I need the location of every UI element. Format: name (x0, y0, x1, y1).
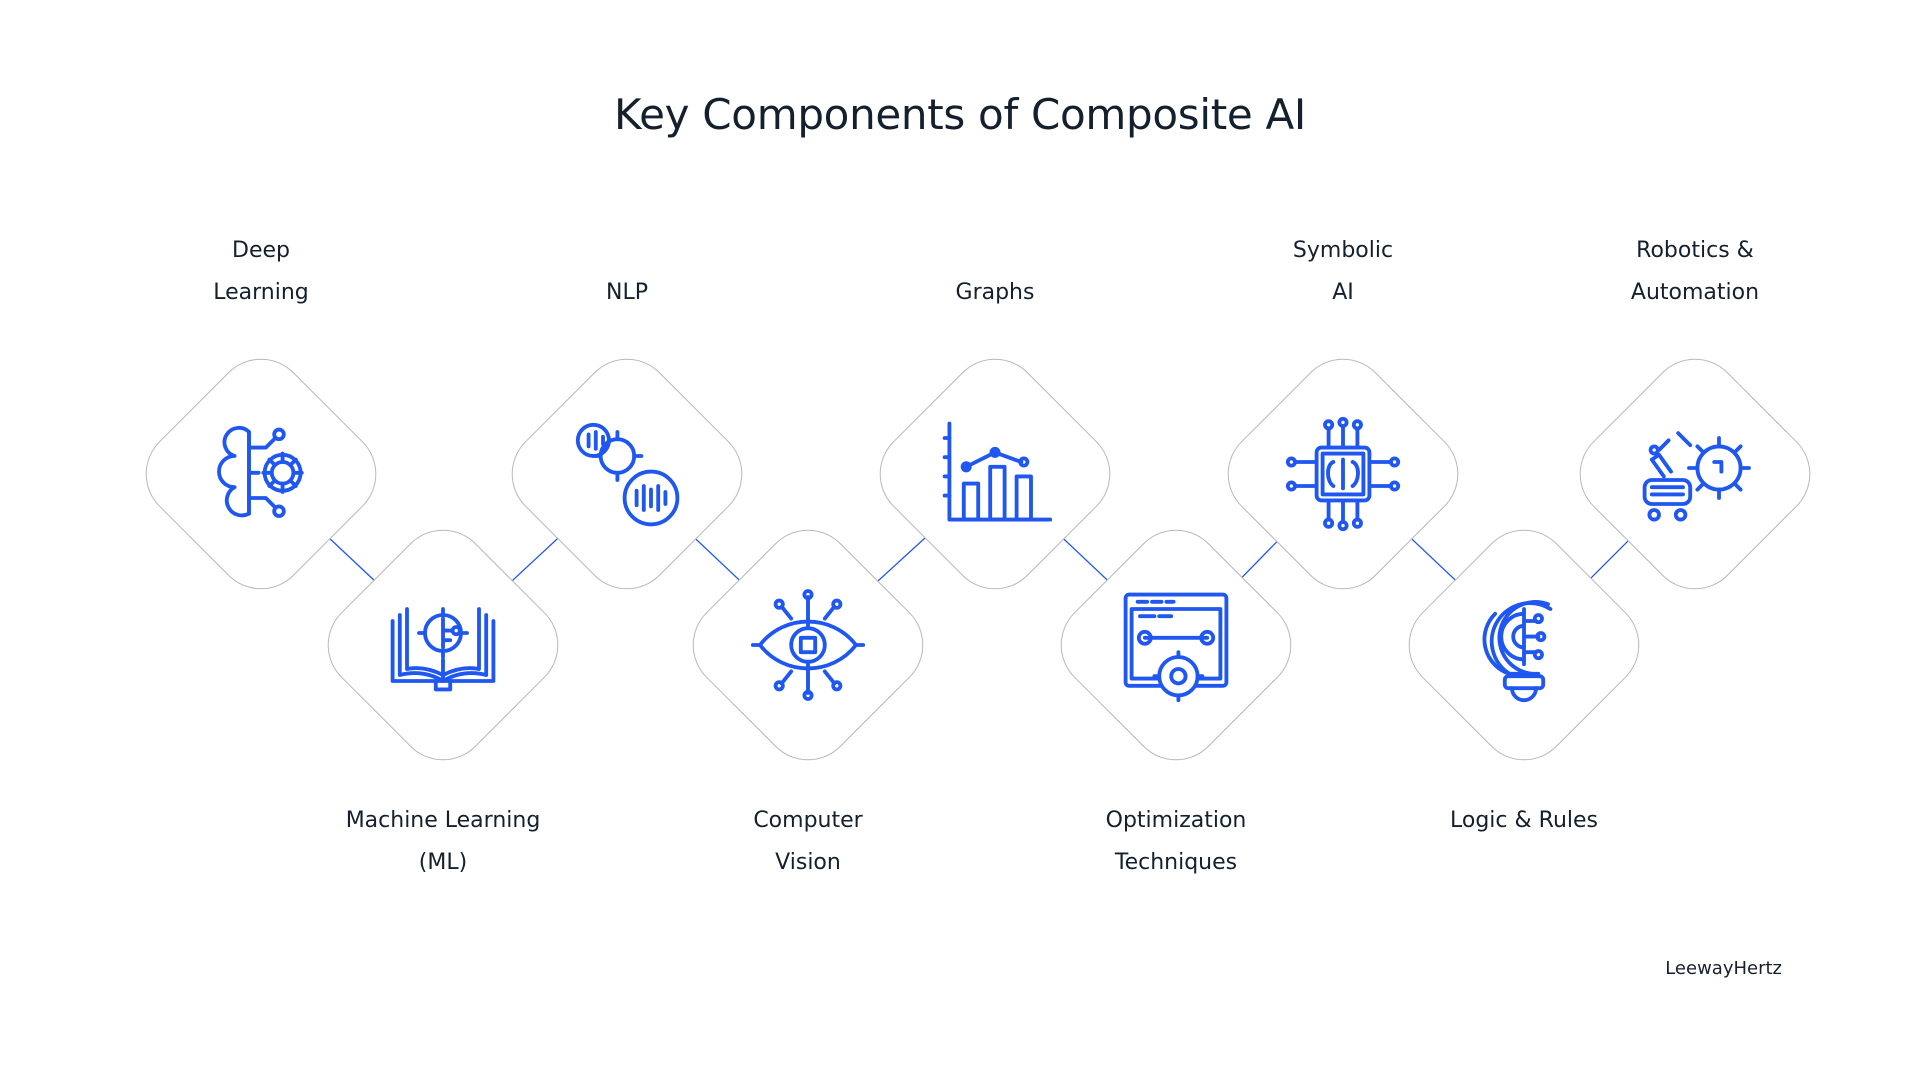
speech-gear-icon (567, 414, 687, 534)
label-line: AI (1332, 280, 1354, 305)
label-line: Deep (232, 238, 290, 263)
brain-chip-icon (1283, 414, 1403, 534)
label-line: Symbolic (1292, 238, 1394, 263)
robot-arm-gear-icon (1635, 414, 1755, 534)
component-label: NLP (497, 230, 757, 314)
label-line: Techniques (1114, 850, 1238, 875)
label-line: Optimization (1105, 808, 1247, 833)
label-line: Robotics & (1636, 238, 1754, 263)
brain-gear-icon (201, 414, 321, 534)
component-label: Robotics & Automation (1565, 230, 1825, 314)
label-line: Automation (1630, 280, 1760, 305)
component-label: Machine Learning (ML) (313, 800, 573, 884)
label-line: Logic & Rules (1450, 808, 1598, 833)
label-line (497, 230, 757, 272)
label-line (865, 230, 1125, 272)
eye-chip-icon (748, 585, 868, 705)
label-line: Learning (213, 280, 309, 305)
browser-wrench-gear-icon (1116, 585, 1236, 705)
component-label: Graphs (865, 230, 1125, 314)
label-line: (ML) (418, 850, 468, 875)
brand-logo-text: LeewayHertz (1665, 958, 1782, 979)
label-line (1394, 842, 1654, 884)
book-gear-icon (383, 585, 503, 705)
label-line: Machine Learning (345, 808, 541, 833)
page-title: Key Components of Composite AI (613, 90, 1307, 139)
lightbulb-gear-icon (1464, 585, 1584, 705)
bar-chart-icon (935, 414, 1055, 534)
label-line: Computer (753, 808, 863, 833)
label-line: NLP (606, 280, 648, 305)
label-line: Graphs (955, 280, 1035, 305)
component-label: Logic & Rules (1394, 800, 1654, 884)
label-line: Vision (775, 850, 841, 875)
